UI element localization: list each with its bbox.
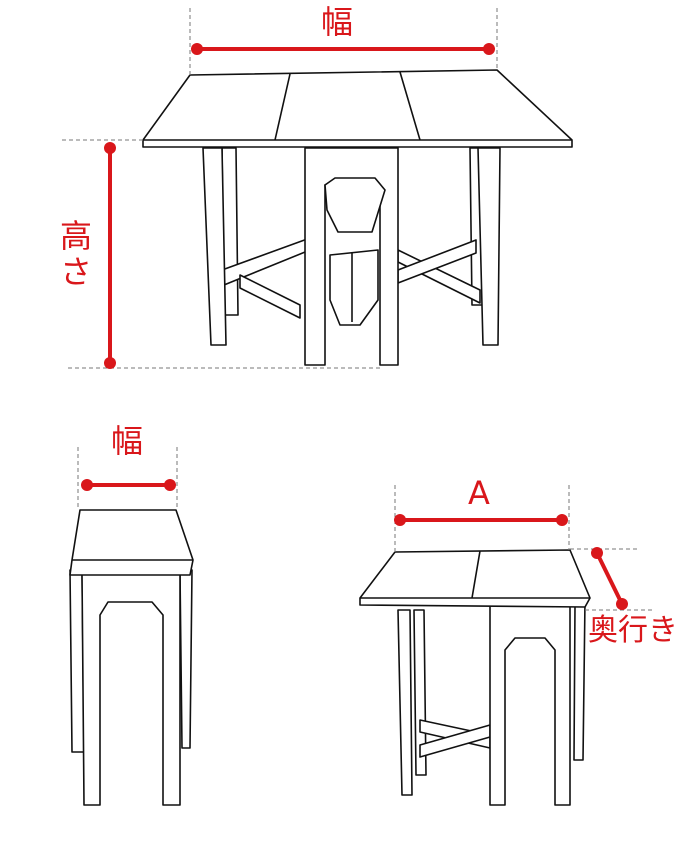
a-label: A bbox=[468, 474, 490, 512]
half-open-table-drawing bbox=[359, 549, 591, 806]
guide-lines bbox=[62, 8, 655, 611]
folded-width-label: 幅 bbox=[111, 422, 144, 460]
depth-dimension bbox=[591, 547, 628, 610]
depth-label: 奥行き bbox=[588, 613, 678, 648]
open-table-drawing bbox=[142, 69, 573, 366]
folded-width-dimension bbox=[81, 479, 176, 491]
top-width-dimension bbox=[191, 43, 495, 55]
folded-table-drawing bbox=[69, 509, 194, 806]
height-dimension bbox=[104, 142, 116, 369]
a-dimension bbox=[394, 514, 568, 526]
height-label: 高さ bbox=[60, 217, 93, 291]
top-width-label: 幅 bbox=[321, 3, 354, 41]
